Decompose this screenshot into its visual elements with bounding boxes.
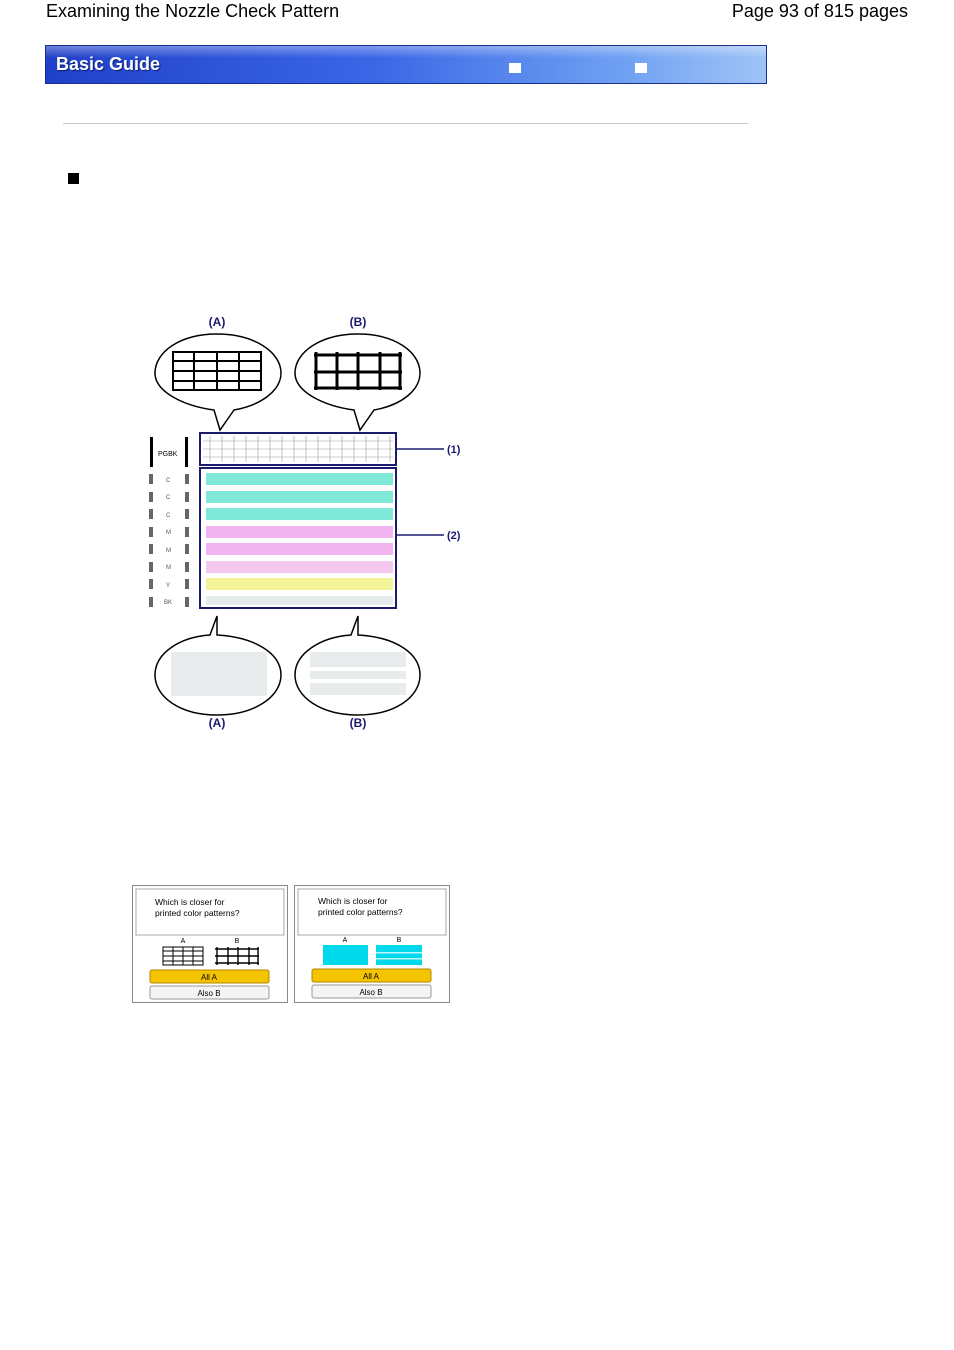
label-a-top: (A) xyxy=(209,315,226,329)
lcd-screen-color-pattern: Which is closer for printed color patter… xyxy=(294,885,450,1003)
also-b-label: Also B xyxy=(359,988,382,997)
all-a-button[interactable]: All A xyxy=(149,969,270,984)
bubble-a-bottom xyxy=(154,615,282,716)
pattern-b-icon xyxy=(215,947,259,965)
lcd-label-a: A xyxy=(343,937,348,944)
page-number: Page 93 of 815 pages xyxy=(731,1,908,21)
cyan-striped-pattern-icon xyxy=(376,945,422,965)
lcd-question-line1: Which is closer for xyxy=(155,897,225,907)
label-b-bottom: (B) xyxy=(350,716,367,730)
also-b-label: Also B xyxy=(197,989,220,998)
bubble-a-top xyxy=(154,333,282,432)
pgbk-marker: PGBK xyxy=(150,437,188,467)
bubble-b-bottom xyxy=(294,615,421,716)
lcd-label-b: B xyxy=(235,938,240,945)
also-b-button[interactable]: Also B xyxy=(311,984,432,999)
all-a-label: All A xyxy=(363,972,380,981)
label-a-bottom: (A) xyxy=(209,716,226,730)
lcd-label-a: A xyxy=(181,938,186,945)
left-label: M xyxy=(166,565,171,571)
left-label: PGBK xyxy=(158,451,178,458)
lcd-label-b: B xyxy=(397,937,402,944)
page-header-title: Examining the Nozzle Check Pattern xyxy=(46,1,340,21)
basic-guide-banner: Basic Guide xyxy=(45,45,767,84)
nav-link-icon[interactable] xyxy=(635,63,647,73)
left-label: M xyxy=(166,548,171,554)
all-a-label: All A xyxy=(201,973,218,982)
section-bullet-icon xyxy=(68,173,79,184)
pattern-a-icon xyxy=(162,946,204,966)
divider xyxy=(63,123,748,124)
lcd-question-line2: printed color patterns? xyxy=(155,908,240,918)
left-label: M xyxy=(166,530,171,536)
also-b-button[interactable]: Also B xyxy=(149,985,270,1000)
callout-1: (1) xyxy=(447,444,461,456)
left-label: C xyxy=(166,478,171,484)
all-a-button[interactable]: All A xyxy=(311,968,432,983)
banner-title: Basic Guide xyxy=(56,54,161,74)
callout-2: (2) xyxy=(447,530,461,542)
ink-row-markers xyxy=(149,474,189,607)
lcd-question-line1: Which is closer for xyxy=(318,896,388,906)
nav-link-icon[interactable] xyxy=(509,63,521,73)
bubble-b-top xyxy=(294,333,421,432)
color-pattern-bars xyxy=(199,467,397,609)
lcd-screen-black-pattern: Which is closer for printed color patter… xyxy=(132,885,288,1003)
pgbk-grid-pattern xyxy=(199,432,397,466)
left-label: C xyxy=(166,513,171,519)
left-label: Y xyxy=(166,583,170,589)
nozzle-check-diagram: (A) (B) PGBK C C C M M M Y B xyxy=(149,315,461,730)
cyan-solid-pattern-icon xyxy=(323,945,368,965)
lcd-question-line2: printed color patterns? xyxy=(318,907,403,917)
label-b-top: (B) xyxy=(350,315,367,329)
left-label: BK xyxy=(164,600,172,606)
left-label: C xyxy=(166,495,171,501)
